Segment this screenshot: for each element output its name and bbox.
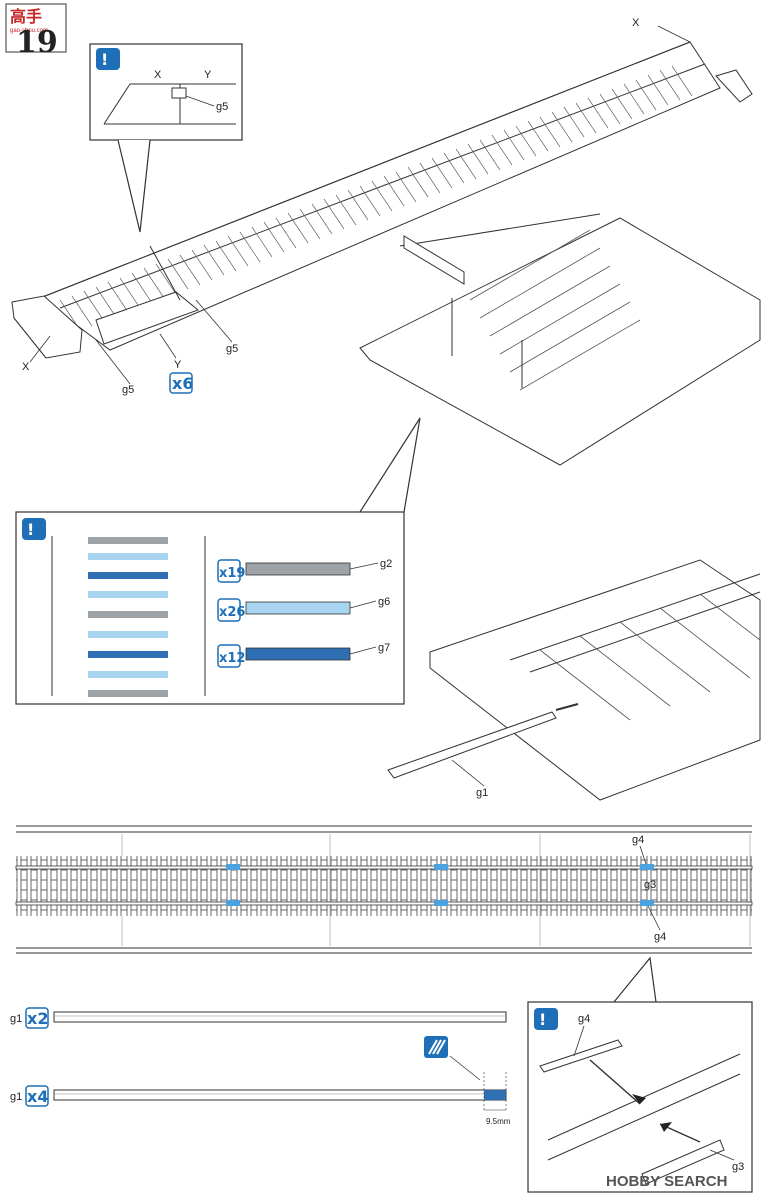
page-number: 19 xyxy=(16,25,58,60)
qty-x6: x6 xyxy=(172,374,193,393)
ties-panel: ! x19 g2 x26 g6 xyxy=(15,417,421,705)
rail-x2-qty: x2 xyxy=(27,1009,48,1028)
track-label-g3: g3 xyxy=(644,879,656,891)
track-view: g4 g3 g4 xyxy=(15,825,753,954)
label-g1-rail: g1 xyxy=(476,787,488,799)
inset-label-x: X xyxy=(154,69,162,81)
watermark-text: HOBBY SEARCH xyxy=(606,1173,727,1190)
label-g5-b: g5 xyxy=(226,343,238,355)
base-tie-view xyxy=(359,213,761,466)
tie-row-g6: x26 g6 xyxy=(217,596,390,622)
rail-x2-part: g1 xyxy=(10,1013,22,1025)
hint-icon xyxy=(534,1008,558,1030)
part-g2: g2 xyxy=(380,558,392,570)
platform-labels: X X Y g5 g5 xyxy=(22,17,691,396)
rail-label: g1 xyxy=(451,759,488,799)
track-label-g4-bottom: g4 xyxy=(654,931,666,943)
rail-insertion-view xyxy=(387,559,761,801)
label-x-left: X xyxy=(22,361,30,373)
page-logo: 高手 gao-shou.com 19 xyxy=(5,3,67,60)
rail-x4-part: g1 xyxy=(10,1091,22,1103)
hint-icon xyxy=(22,518,46,540)
logo-text: 高手 xyxy=(10,7,42,26)
svg-text:!: ! xyxy=(101,50,108,69)
joiner-inset: ! g4 g3 xyxy=(527,956,753,1193)
inset-label-y: Y xyxy=(204,69,212,81)
tie-sequence xyxy=(88,537,168,697)
platform-assembly xyxy=(11,41,753,359)
qty-g7: x12 xyxy=(219,651,245,666)
svg-text:!: ! xyxy=(539,1010,546,1029)
svg-text:!: ! xyxy=(27,520,34,539)
qty-badge-x6: x6 xyxy=(169,372,193,394)
joiner-label-g4: g4 xyxy=(578,1013,590,1025)
tie-row-g7: x12 g7 xyxy=(217,642,390,668)
rail-x4: g1 x4 9.5mm xyxy=(10,1036,511,1126)
inset-label-g5: g5 xyxy=(216,101,228,113)
track-label-g4-top: g4 xyxy=(632,834,644,846)
hint-icon xyxy=(96,48,120,70)
joiner-label-g3: g3 xyxy=(732,1161,744,1173)
part-g6: g6 xyxy=(378,596,390,608)
label-y: Y xyxy=(174,359,182,371)
rail-x4-qty: x4 xyxy=(27,1087,48,1106)
watermark: HOBBY SEARCH xyxy=(606,1173,727,1190)
inset-top: ! X Y g5 xyxy=(89,43,243,233)
label-x-top: X xyxy=(632,17,640,29)
rail-x4-dimension: 9.5mm xyxy=(486,1117,511,1126)
part-g7: g7 xyxy=(378,642,390,654)
qty-g6: x26 xyxy=(219,605,245,620)
tie-row-g2: x19 g2 xyxy=(217,558,392,583)
logo-url: gao-shou.com xyxy=(10,28,48,34)
label-g5-a: g5 xyxy=(122,384,134,396)
rail-x2: g1 x2 xyxy=(10,1007,507,1029)
qty-g2: x19 xyxy=(219,566,245,581)
